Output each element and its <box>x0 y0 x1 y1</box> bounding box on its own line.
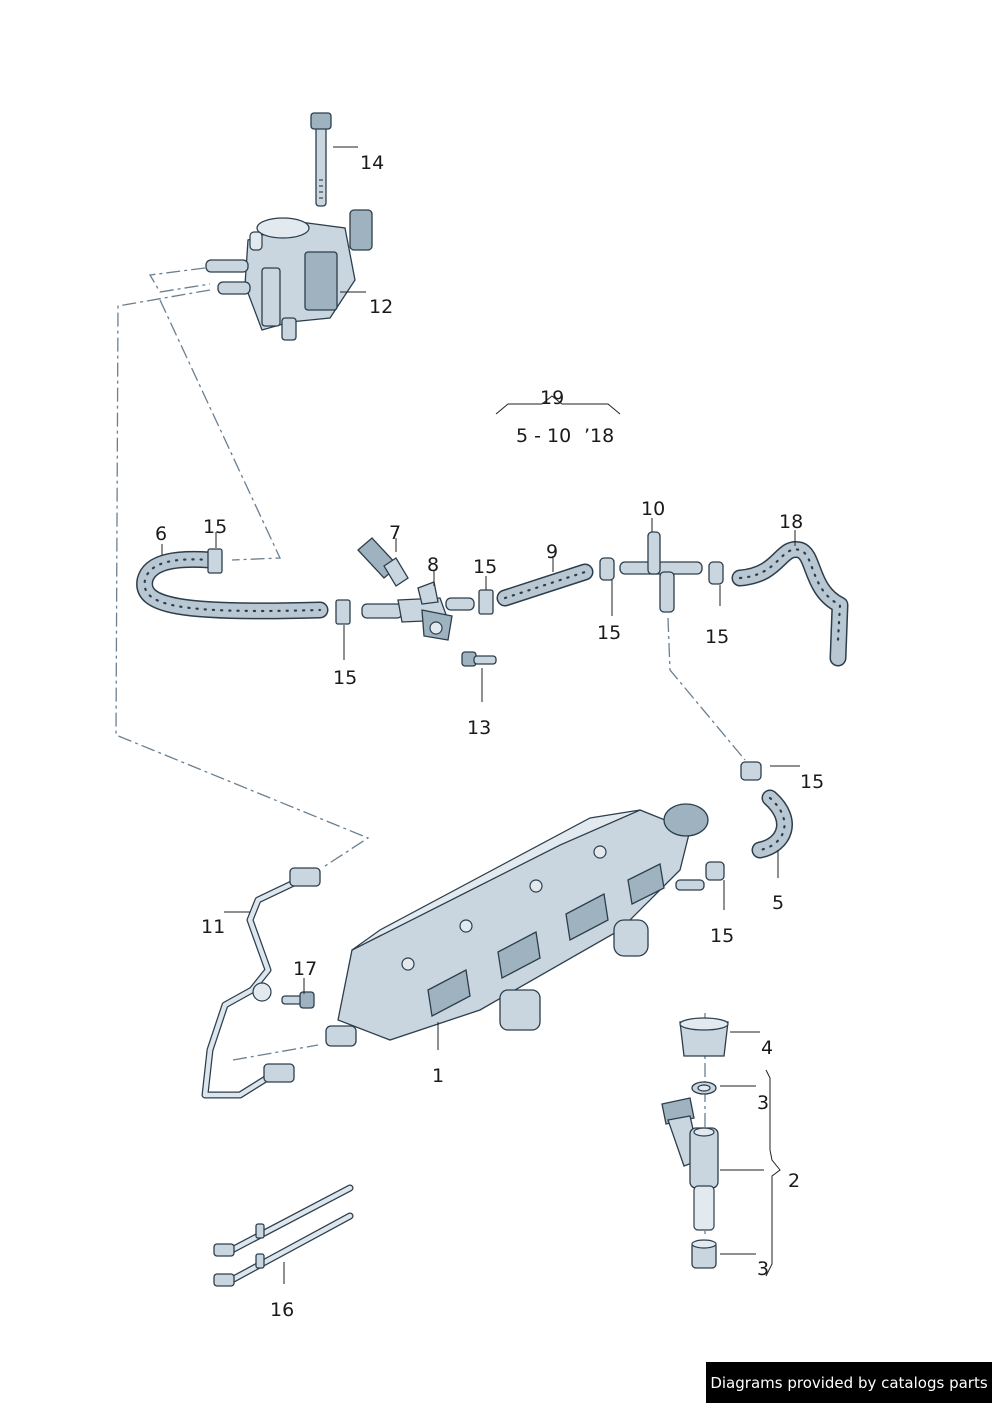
fuel-rail-ports <box>401 845 665 1017</box>
connection-line-12-11 <box>115 289 370 869</box>
clamp-15-b[interactable] <box>335 599 351 625</box>
callout-2: 2 <box>788 1170 800 1192</box>
clamp-15-f[interactable] <box>740 761 762 781</box>
callout-11: 11 <box>201 916 225 938</box>
callout-9: 9 <box>546 541 558 563</box>
callout-5: 5 <box>772 892 784 914</box>
connection-line-12-a <box>148 267 211 293</box>
callout-1: 1 <box>432 1065 444 1087</box>
connection-lines <box>115 267 746 1235</box>
callout-19: 19 <box>540 387 564 409</box>
seal-ring-3-b[interactable] <box>691 1239 717 1269</box>
callout-labels: 14 12 19 5 - 10 ’18 6 15 7 8 15 9 10 18 … <box>155 152 824 1321</box>
fuel-line-11[interactable] <box>201 867 321 1099</box>
injector-2[interactable] <box>661 1097 719 1231</box>
callout-16: 16 <box>270 1299 294 1321</box>
clamp-15-c[interactable] <box>478 589 494 615</box>
bolt-17[interactable] <box>281 991 315 1009</box>
callout-17: 17 <box>293 958 317 980</box>
bolt-14[interactable] <box>310 112 332 207</box>
hose-9[interactable] <box>496 563 594 607</box>
callout-4: 4 <box>761 1037 773 1059</box>
bolt-13[interactable] <box>461 651 497 667</box>
callout-15-b: 15 <box>333 667 357 689</box>
callout-15-e: 15 <box>705 626 729 648</box>
callout-15-c: 15 <box>473 556 497 578</box>
callout-18: 18 <box>779 511 803 533</box>
date-range: 5 - 10 <box>516 425 571 447</box>
callout-13: 13 <box>467 717 491 739</box>
hose-6[interactable] <box>136 550 329 620</box>
valve-12[interactable] <box>205 209 373 341</box>
retainer-4[interactable] <box>679 1017 729 1057</box>
callout-15-f: 15 <box>800 771 824 793</box>
callout-7: 7 <box>389 522 401 544</box>
callout-14: 14 <box>360 152 384 174</box>
callout-3-a: 3 <box>757 1092 769 1114</box>
callout-6: 6 <box>155 523 167 545</box>
hose-18[interactable] <box>731 541 849 667</box>
connector-8[interactable] <box>361 581 475 641</box>
footer-credit: Diagrams provided by catalogs parts <box>706 1362 992 1403</box>
clamp-15-d[interactable] <box>599 557 615 581</box>
leader-lines <box>161 146 800 1284</box>
seal-ring-3-a[interactable] <box>691 1081 717 1095</box>
callout-3-b: 3 <box>757 1258 769 1280</box>
callout-15-g: 15 <box>710 925 734 947</box>
callout-10: 10 <box>641 498 665 520</box>
connection-line-11-1 <box>232 1044 319 1061</box>
callout-15-d: 15 <box>597 622 621 644</box>
clamp-15-e[interactable] <box>708 561 724 585</box>
clamp-15-g[interactable] <box>705 861 725 881</box>
date-year: ’18 <box>584 425 614 447</box>
connection-line-12-6 <box>159 299 282 561</box>
sensor-7[interactable] <box>357 537 409 587</box>
callout-12: 12 <box>369 296 393 318</box>
connection-line-10-5 <box>667 617 746 761</box>
fuel-rail-1[interactable] <box>325 803 709 1047</box>
hose-5[interactable] <box>751 789 793 859</box>
cable-ties-16[interactable] <box>213 1184 354 1287</box>
clamp-15-a[interactable] <box>207 548 223 574</box>
tee-piece-10[interactable] <box>619 531 703 613</box>
callout-15-a: 15 <box>203 516 227 538</box>
callout-8: 8 <box>427 554 439 576</box>
